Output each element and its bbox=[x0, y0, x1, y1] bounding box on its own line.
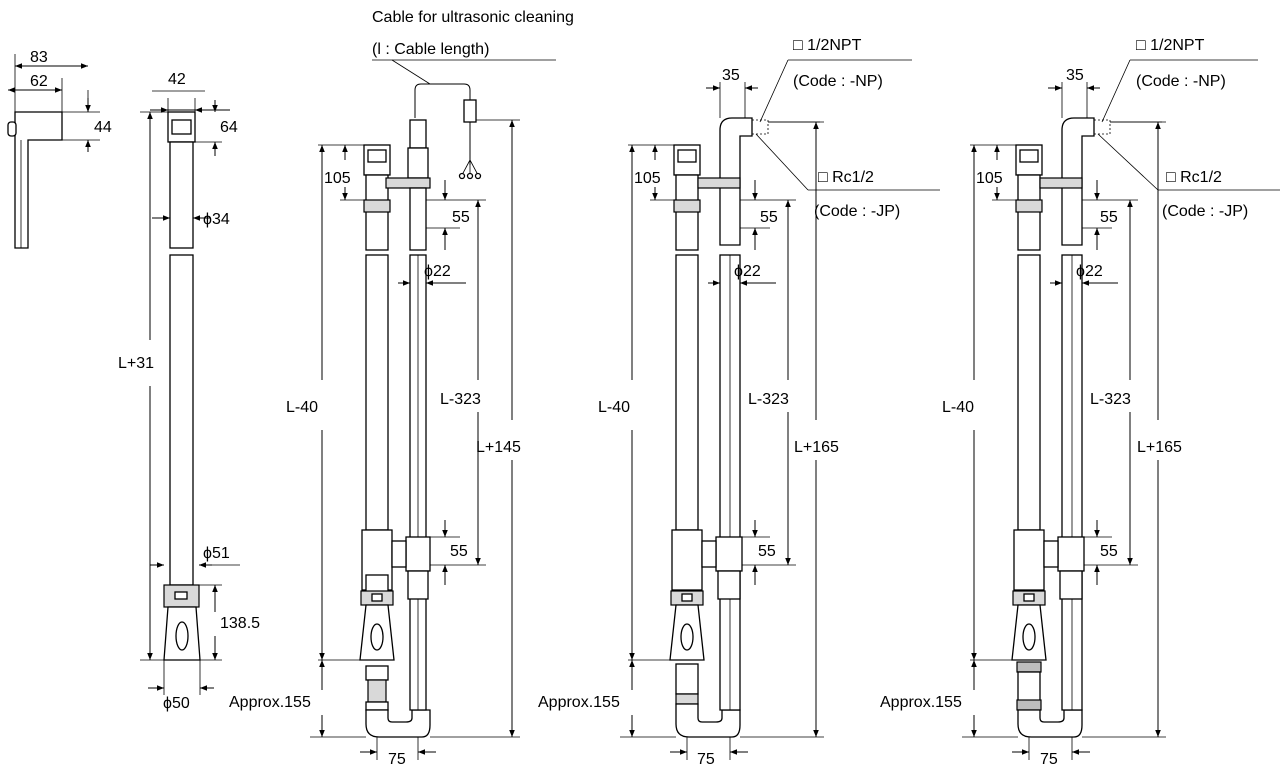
dim-35-b: 35 bbox=[1066, 67, 1084, 84]
npt-label-b: □ 1/2NPT bbox=[1136, 37, 1205, 54]
dim-55-a2: 55 bbox=[450, 543, 468, 560]
dim-55-a1: 55 bbox=[452, 209, 470, 226]
dim-105-a: 105 bbox=[324, 170, 351, 187]
dim-l165-b: L+165 bbox=[1137, 439, 1182, 456]
dim-phi50: ϕ50 bbox=[163, 695, 190, 712]
rc-label-b: □ Rc1/2 bbox=[1166, 169, 1222, 186]
cable-length-note: (l : Cable length) bbox=[372, 41, 489, 58]
dim-138-5: 138.5 bbox=[220, 615, 260, 632]
dim-55-c2: 55 bbox=[1100, 543, 1118, 560]
npt-code-a: (Code : -NP) bbox=[793, 73, 883, 90]
dim-75-a: 75 bbox=[388, 751, 406, 768]
dim-l40-a: L-40 bbox=[286, 399, 318, 416]
dim-l323-b: L-323 bbox=[748, 391, 789, 408]
dim-phi22-a: ϕ22 bbox=[424, 263, 451, 280]
dim-105-b: 105 bbox=[634, 170, 661, 187]
approx-155-b: Approx.155 bbox=[538, 694, 620, 711]
rc-code-a: (Code : -JP) bbox=[814, 203, 900, 220]
dim-105-c: 105 bbox=[976, 170, 1003, 187]
dim-l323-a: L-323 bbox=[440, 391, 481, 408]
dim-l40-c: L-40 bbox=[942, 399, 974, 416]
dim-l323-c: L-323 bbox=[1090, 391, 1131, 408]
probe-front-view: 42 64 ϕ34 L+31 ϕ51 138.5 ϕ50 bbox=[118, 71, 260, 712]
dim-phi51: ϕ51 bbox=[203, 545, 230, 562]
dim-44: 44 bbox=[94, 119, 112, 136]
dim-55-c1: 55 bbox=[1100, 209, 1118, 226]
assembly-ultrasonic-view: Cable for ultrasonic cleaning (l : Cable… bbox=[229, 9, 574, 768]
dim-35-a: 35 bbox=[722, 67, 740, 84]
dim-phi22-c: ϕ22 bbox=[1076, 263, 1103, 280]
dim-75-b: 75 bbox=[697, 751, 715, 768]
dim-l145: L+145 bbox=[476, 439, 521, 456]
dim-62: 62 bbox=[30, 73, 48, 90]
npt-label-a: □ 1/2NPT bbox=[793, 37, 862, 54]
dim-64: 64 bbox=[220, 119, 238, 136]
npt-code-b: (Code : -NP) bbox=[1136, 73, 1226, 90]
elbow-side-view: 83 62 44 bbox=[7, 49, 112, 249]
dim-phi22-b: ϕ22 bbox=[734, 263, 761, 280]
rc-code-b: (Code : -JP) bbox=[1162, 203, 1248, 220]
dim-l40-b: L-40 bbox=[598, 399, 630, 416]
dim-83: 83 bbox=[30, 49, 48, 66]
dim-75-c: 75 bbox=[1040, 751, 1058, 768]
cable-title: Cable for ultrasonic cleaning bbox=[372, 9, 574, 26]
dim-l165-a: L+165 bbox=[794, 439, 839, 456]
assembly-outlet-view-2: 35 □ 1/2NPT (Code : -NP) □ Rc1/2 (Code :… bbox=[880, 37, 1280, 768]
dim-55-b2: 55 bbox=[758, 543, 776, 560]
dim-55-b1: 55 bbox=[760, 209, 778, 226]
rc-label-a: □ Rc1/2 bbox=[818, 169, 874, 186]
dim-phi34: ϕ34 bbox=[203, 211, 230, 228]
dim-l31: L+31 bbox=[118, 355, 154, 372]
dim-42: 42 bbox=[168, 71, 186, 88]
assembly-outlet-view-1: 35 □ 1/2NPT (Code : -NP) □ Rc1/2 (Code :… bbox=[538, 37, 940, 768]
approx-155-a: Approx.155 bbox=[229, 694, 311, 711]
approx-155-c: Approx.155 bbox=[880, 694, 962, 711]
